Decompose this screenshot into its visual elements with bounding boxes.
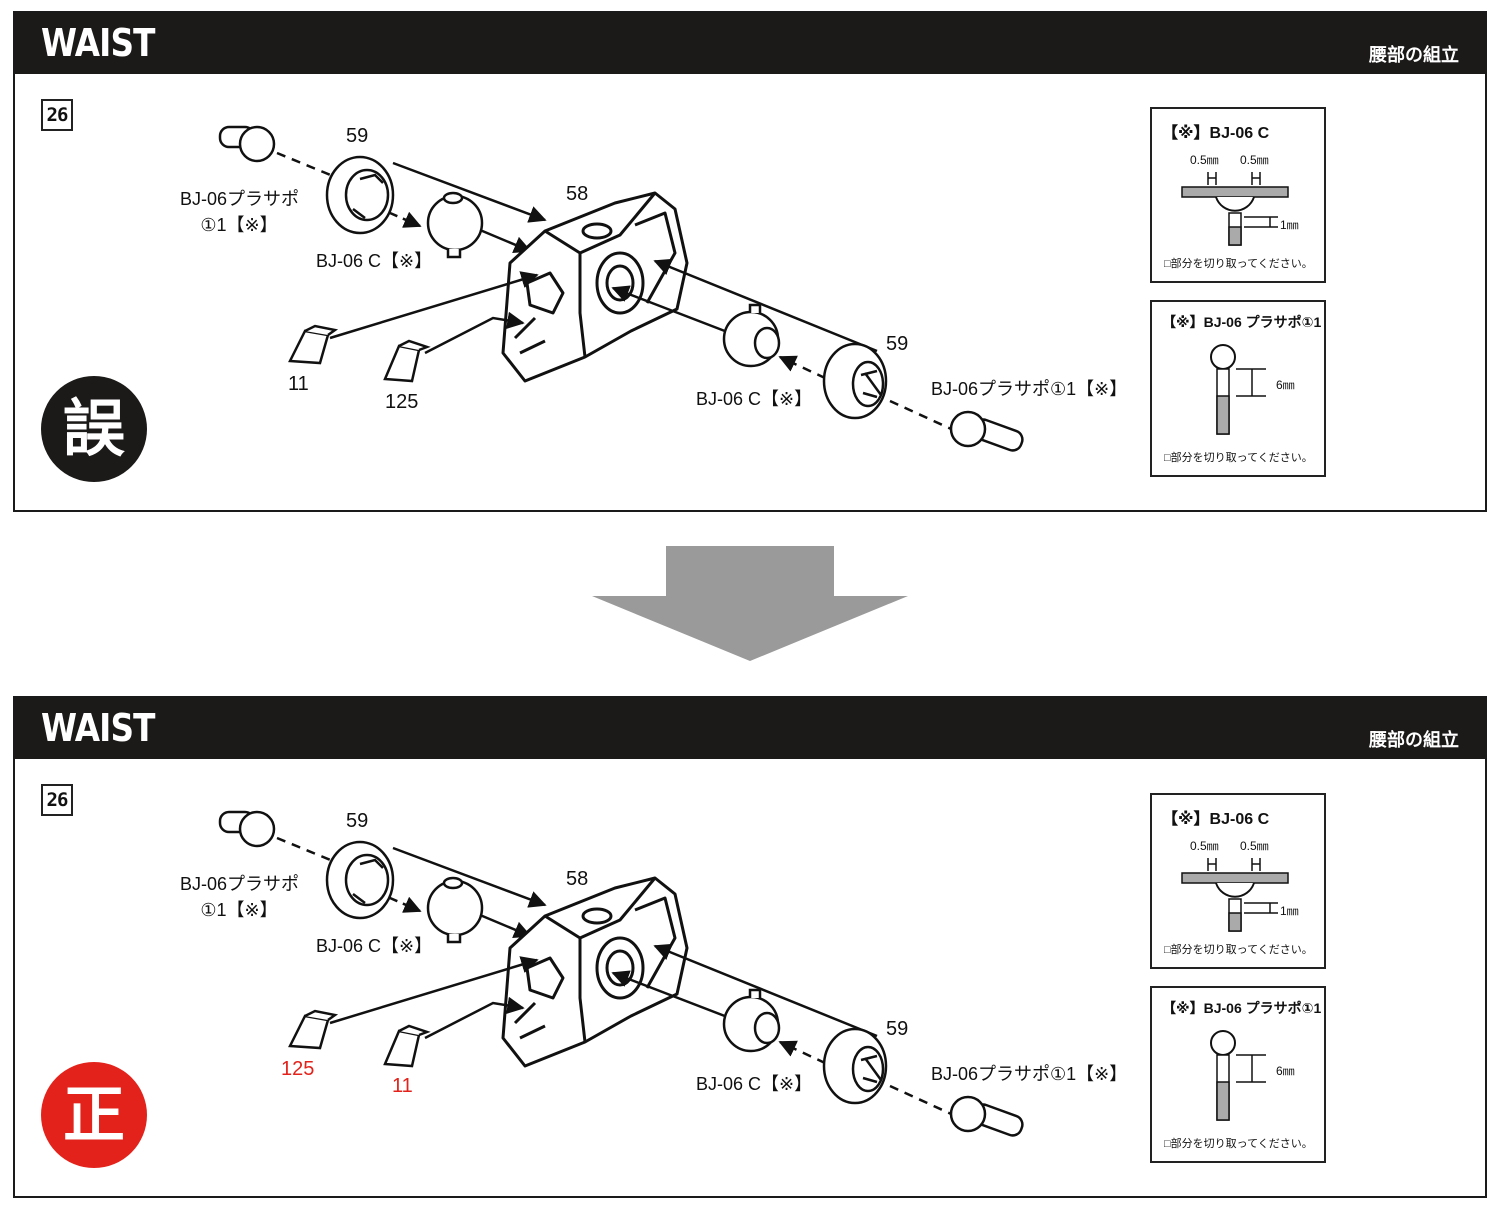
wedge-left-label: 11 <box>288 373 309 395</box>
wrong-badge: 誤 <box>41 376 147 482</box>
plasapo-note-title: 【※】BJ-06 プラサポ①1 <box>1162 1000 1322 1016</box>
bj06c-dim-b: 0.5㎜ <box>1240 839 1269 853</box>
plasapo-cut-note: □部分を切り取ってください。 <box>1164 452 1313 464</box>
wedge-left-label: 125 <box>281 1058 315 1080</box>
plasapo-left-label: BJ-06プラサポ ①1【※】 <box>180 870 300 922</box>
plasapo-cut-diagram <box>1210 1030 1266 1121</box>
wedge-right-label: 11 <box>392 1075 413 1097</box>
assembly-diagram <box>218 810 1024 1137</box>
header-title: WAIST <box>41 21 155 65</box>
plasapo-left-line1: BJ-06プラサポ <box>180 189 300 209</box>
bj06c-cut-diagram <box>1181 858 1289 932</box>
part-58-label: 58 <box>566 183 589 205</box>
wedge-right-label: 125 <box>385 391 419 413</box>
plasapo-left-label: BJ-06プラサポ ①1【※】 <box>180 185 300 237</box>
plasapo-left-line1: BJ-06プラサポ <box>180 874 300 894</box>
plasapo-note-box: 【※】BJ-06 プラサポ①1 6㎜ □部分を切り取ってください。 <box>1150 300 1326 477</box>
bj06c-dim-a: 0.5㎜ <box>1190 153 1219 167</box>
bj06c-cut-diagram <box>1181 172 1289 246</box>
panel-header: WAIST 腰部の組立 <box>15 13 1485 74</box>
part-59-dome <box>822 1027 888 1105</box>
bj06c-right-label: BJ-06 C【※】 <box>696 1074 813 1094</box>
part-59-top-label: 59 <box>346 125 369 147</box>
plasapo-left-part <box>218 125 276 163</box>
down-arrow-icon <box>592 546 908 661</box>
part-59-top-label: 59 <box>346 810 369 832</box>
correct-badge: 正 <box>41 1062 147 1168</box>
part-59-ring <box>325 155 395 235</box>
bj06c-dim-c: 1㎜ <box>1280 904 1299 918</box>
plasapo-left-part <box>218 810 276 848</box>
bj06c-cut-note: □部分を切り取ってください。 <box>1164 944 1313 956</box>
bj06c-note-title: 【※】BJ-06 C <box>1162 125 1270 142</box>
header-jp-title: 腰部の組立 <box>1369 730 1459 750</box>
part-59-right-label: 59 <box>886 1018 909 1040</box>
bj06c-left-label: BJ-06 C【※】 <box>316 251 433 271</box>
plasapo-note-box: 【※】BJ-06 プラサポ①1 6㎜ □部分を切り取ってください。 <box>1150 986 1326 1163</box>
plasapo-right-part <box>949 410 1024 452</box>
plasapo-left-line2: ①1【※】 <box>200 215 278 235</box>
header-jp-title: 腰部の組立 <box>1369 45 1459 65</box>
part-58-label: 58 <box>566 868 589 890</box>
plasapo-left-line2: ①1【※】 <box>200 900 278 920</box>
wedge-part-right <box>383 339 431 383</box>
part-59-ring <box>325 840 395 920</box>
bj06c-note-title: 【※】BJ-06 C <box>1162 811 1270 828</box>
bj06c-right-label: BJ-06 C【※】 <box>696 389 813 409</box>
step-number: 26 <box>41 99 73 131</box>
wedge-part-left <box>288 1009 339 1050</box>
assembly-diagram <box>218 125 1024 452</box>
dashed-guide-line <box>276 151 346 183</box>
wedge-part-left <box>288 324 339 365</box>
bj06c-ball-right <box>722 303 781 368</box>
part-59-dome <box>822 342 888 420</box>
bj06c-cut-note: □部分を切り取ってください。 <box>1164 258 1313 270</box>
waist-block-58 <box>501 876 689 1068</box>
wrong-instruction-panel: WAIST 腰部の組立 26 <box>13 11 1487 512</box>
plasapo-right-part <box>949 1095 1024 1137</box>
plasapo-right-label: BJ-06プラサポ①1【※】 <box>931 1064 1128 1084</box>
correct-instruction-panel: WAIST 腰部の組立 26 <box>13 696 1487 1198</box>
bj06c-ball-left <box>426 876 484 944</box>
bj06c-left-label: BJ-06 C【※】 <box>316 936 433 956</box>
bj06c-dim-c: 1㎜ <box>1280 218 1299 232</box>
bj06c-ball-left <box>426 191 484 259</box>
plasapo-dim: 6㎜ <box>1276 1064 1295 1078</box>
bj06c-dim-a: 0.5㎜ <box>1190 839 1219 853</box>
plasapo-cut-diagram <box>1210 344 1266 435</box>
header-title: WAIST <box>41 706 155 750</box>
plasapo-right-label: BJ-06プラサポ①1【※】 <box>931 379 1128 399</box>
waist-block-58 <box>501 191 689 383</box>
panel-header: WAIST 腰部の組立 <box>15 698 1485 759</box>
part-59-right-label: 59 <box>886 333 909 355</box>
bj06c-dim-b: 0.5㎜ <box>1240 153 1269 167</box>
plasapo-cut-note: □部分を切り取ってください。 <box>1164 1138 1313 1150</box>
wedge-part-right <box>383 1024 431 1068</box>
step-number: 26 <box>41 784 73 816</box>
bj06c-note-box: 【※】BJ-06 C 0.5㎜ 0.5㎜ 1㎜ □部分を切り取ってください。 <box>1150 107 1326 283</box>
bj06c-ball-right <box>722 988 781 1053</box>
bj06c-note-box: 【※】BJ-06 C 0.5㎜ 0.5㎜ 1㎜ □部分を切り取ってください。 <box>1150 793 1326 969</box>
plasapo-note-title: 【※】BJ-06 プラサポ①1 <box>1162 314 1322 330</box>
plasapo-dim: 6㎜ <box>1276 378 1295 392</box>
